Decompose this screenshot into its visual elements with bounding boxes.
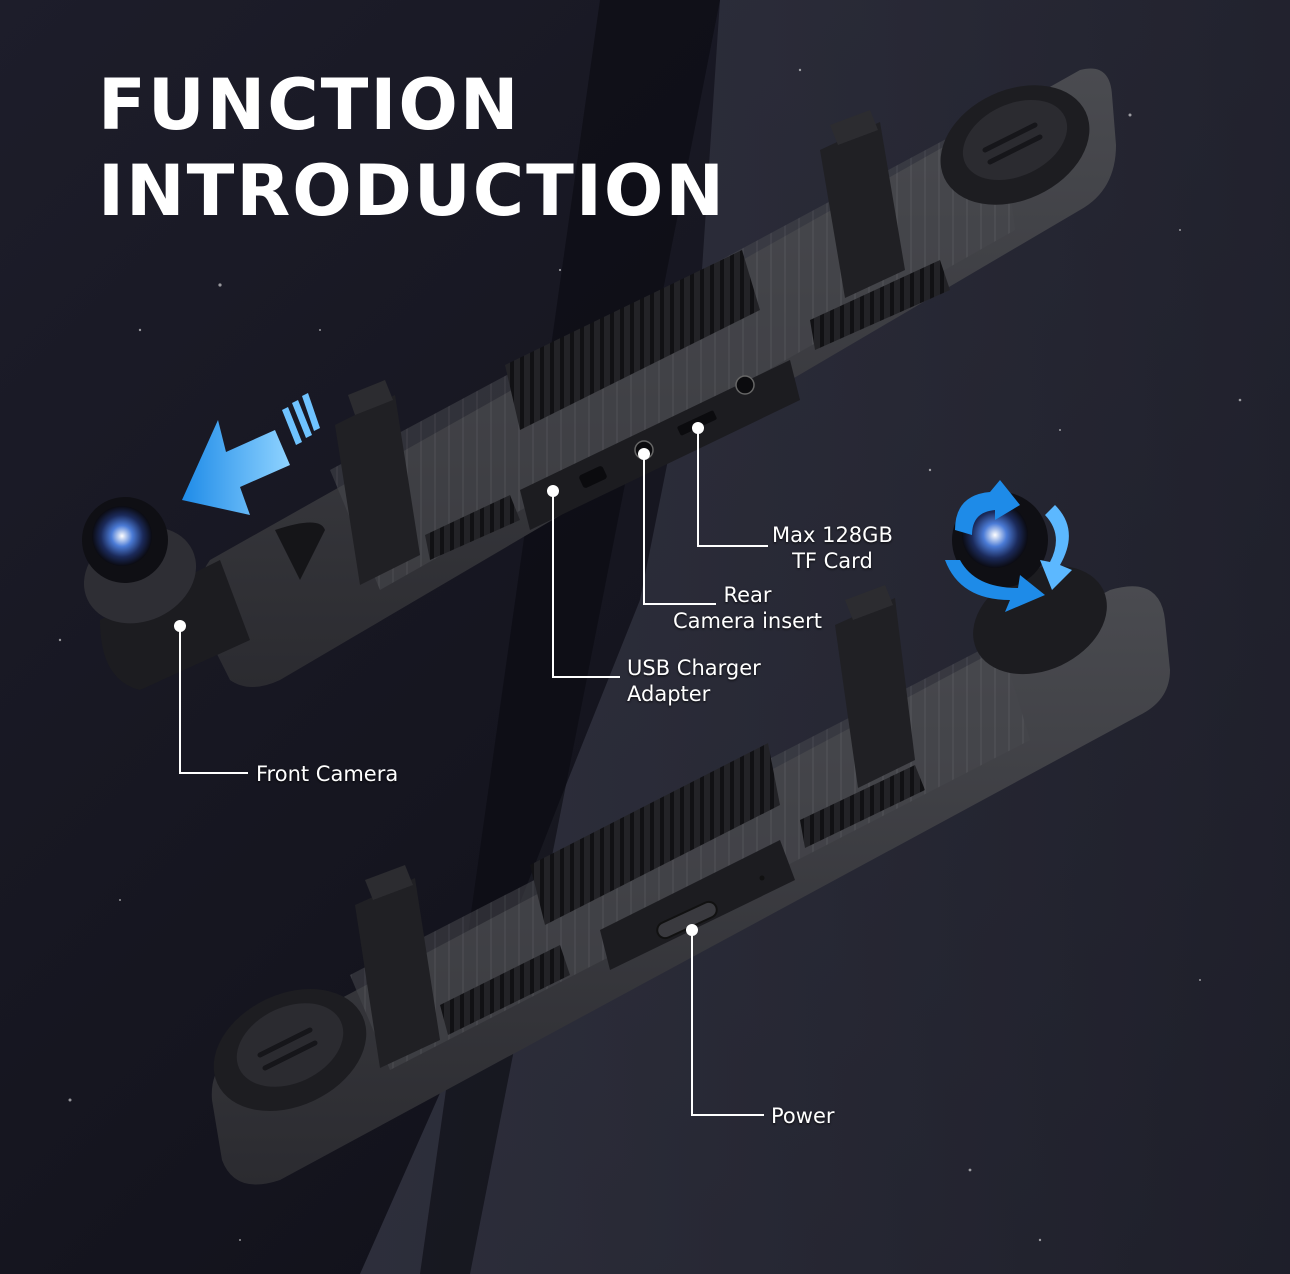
usb-charger-label-line-2: Adapter bbox=[627, 682, 711, 706]
rear-camera-label: Rear Camera insert bbox=[673, 582, 822, 634]
usb-charger-label-line-1: USB Charger bbox=[627, 656, 761, 680]
callout-lines bbox=[179, 428, 768, 1116]
rear-camera-label-line-1: Rear bbox=[723, 583, 772, 607]
usb-charger-label: USB Charger Adapter bbox=[627, 655, 761, 707]
page-title: FUNCTION INTRODUCTION bbox=[98, 62, 726, 234]
tf-card-label-line-2: TF Card bbox=[792, 549, 873, 573]
tf-card-label: Max 128GB TF Card bbox=[772, 522, 893, 574]
front-camera-label: Front Camera bbox=[256, 762, 399, 786]
rear-camera-label-line-2: Camera insert bbox=[673, 609, 822, 633]
tf-card-label-line-1: Max 128GB bbox=[772, 523, 893, 547]
direction-arrow-icon bbox=[182, 393, 320, 515]
power-label: Power bbox=[771, 1104, 835, 1128]
title-line-2: INTRODUCTION bbox=[98, 150, 726, 232]
callout-dots bbox=[174, 422, 704, 936]
rotate-arrow-icon bbox=[945, 480, 1072, 612]
title-line-1: FUNCTION bbox=[98, 64, 521, 146]
bottom-mirror-device bbox=[211, 492, 1170, 1185]
